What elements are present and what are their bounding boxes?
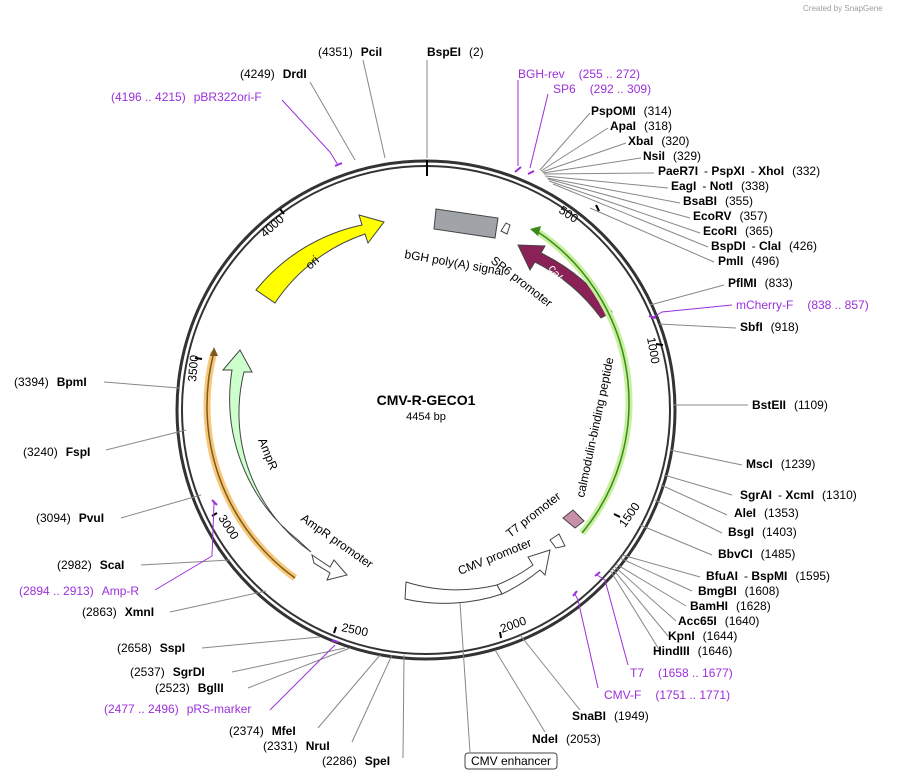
ori-feature [255,214,385,304]
enzyme-scai: (2982)ScaI [57,558,124,572]
enzyme-bfuai: BfuAI- BspMI(1595) [706,569,830,583]
enzyme-pcii: (4351)PciI [318,45,382,59]
tick-label-4000: 4000 [258,212,287,240]
enzyme-bspdi: BspDI- ClaI(426) [711,239,817,253]
primer-pbr322ori: (4196 .. 4215)pBR322ori-F [111,90,262,104]
enzyme-pmli: PmlI(496) [718,254,779,268]
enzyme-spei: (2286)SpeI [322,754,390,768]
amp-r-primer-line [206,351,296,579]
tick-label-1500: 1500 [616,500,643,530]
enzyme-fspi: (3240)FspI [23,445,90,459]
plasmid-name: CMV-R-GECO1 [377,392,476,408]
enzyme-bsabi: BsaBI(355) [683,194,753,208]
enzyme-hindiii: HindIII(1646) [653,644,732,658]
enzyme-bsgi: BsgI(1403) [728,525,797,539]
cmv-enhancer-feature [404,581,503,604]
enzyme-sspi: (2658)SspI [117,641,185,655]
cmv-promoter-feature [496,549,551,595]
ticks [194,204,664,639]
tick-label-2500: 2500 [340,620,369,639]
enzyme-eagi: EagI- NotI(338) [671,179,769,193]
t7-promoter-label: T7 promoter [503,489,563,540]
enzyme-acc65i: Acc65I(1640) [678,614,759,628]
primer-cmvf: CMV-F(1751 .. 1771) [604,688,730,702]
primer-mcherryf: mCherry-F(838 .. 857) [736,298,869,312]
ampr-promoter-label: AmpR promoter [298,511,375,571]
enzyme-kpni: KpnI(1644) [668,629,737,643]
cbp-feature [537,231,630,534]
cmv-enhancer-label: CMV enhancer [471,754,551,768]
ampr-feature [221,349,312,553]
primer-ampr: (2894 .. 2913)Amp-R [19,584,139,598]
enzyme-snabi: SnaBI(1949) [572,709,649,723]
plasmid-length: 4454 bp [406,411,446,423]
t7-promoter-feature [549,533,566,549]
enzyme-xmni: (2863)XmnI [82,605,154,619]
primer-t7: T7(1658 .. 1677) [630,666,733,680]
primer-bghrev: BGH-rev(255 .. 272) [518,67,640,81]
enzyme-sgrai: SgrAI- XcmI(1310) [740,488,857,502]
bgh-polya-feature [433,208,499,239]
enzyme-alei: AleI(1353) [734,506,799,520]
tick-label-3500: 3500 [185,354,201,382]
enzyme-labels: BspEI(2) (4351)PciI (4249)DrdI PspOMI(31… [14,45,857,768]
credit-text: Created by SnapGene [803,4,883,13]
cbp-arrowhead [530,226,541,236]
enzyme-ecorv: EcoRV(357) [693,209,767,223]
enzyme-bmgbi: BmgBI(1608) [698,584,779,598]
sp6-promoter-feature [500,222,511,235]
cmv-enhancer-label-box [464,752,558,770]
enzyme-mfei: (2374)MfeI [229,724,296,738]
small-pink-arrow [562,509,585,529]
enzyme-pspomi: PspOMI(314) [591,104,672,118]
amp-r-primer-arrowhead [210,347,218,356]
ampr-promoter-feature [311,553,348,581]
enzyme-drdi: (4249)DrdI [240,67,307,81]
leader-lines [103,59,748,759]
enzyme-bspei: BspEI(2) [427,45,484,59]
enzyme-ndei: NdeI(2053) [532,732,601,746]
enzyme-msci: MscI(1239) [746,457,815,471]
enzyme-ecori: EcoRI(365) [703,224,773,238]
enzyme-bsteii: BstEII(1109) [752,398,828,412]
primer-labels: BGH-rev(255 .. 272) SP6(292 .. 309) mChe… [19,67,869,716]
enzyme-bglii: (2523)BglII [155,681,224,695]
tick-label-1000: 1000 [644,336,662,365]
cmv-promoter-label: CMV promoter [456,536,534,578]
enzyme-sgrdi: (2537)SgrDI [130,665,205,679]
enzyme-pvui: (3094)PvuI [36,511,104,525]
enzyme-xbai: XbaI(320) [628,134,689,148]
cbp-label: calmodulin-binding peptide [573,356,616,499]
enzyme-paer7i: PaeR7I- PspXI- XhoI(332) [658,164,820,178]
primer-prsmarker: (2477 .. 2496)pRS-marker [104,702,251,716]
enzyme-sbfi: SbfI(918) [740,320,799,334]
primer-leader-lines [154,80,733,711]
amp-r-primer-band [203,351,298,581]
ampr-label: AmpR [255,436,281,472]
enzyme-nsii: NsiI(329) [643,149,701,163]
enzyme-bpmi: (3394)BpmI [14,375,87,389]
enzyme-pflmi: PflMI(833) [728,276,793,290]
enzyme-bamhi: BamHI(1628) [690,599,771,613]
enzyme-apai: ApaI(318) [610,119,672,133]
enzyme-nrui: (2331)NruI [263,739,330,753]
primer-marks [211,162,657,643]
primer-sp6: SP6(292 .. 309) [553,82,651,96]
enzyme-bbvci: BbvCI(1485) [718,547,795,561]
